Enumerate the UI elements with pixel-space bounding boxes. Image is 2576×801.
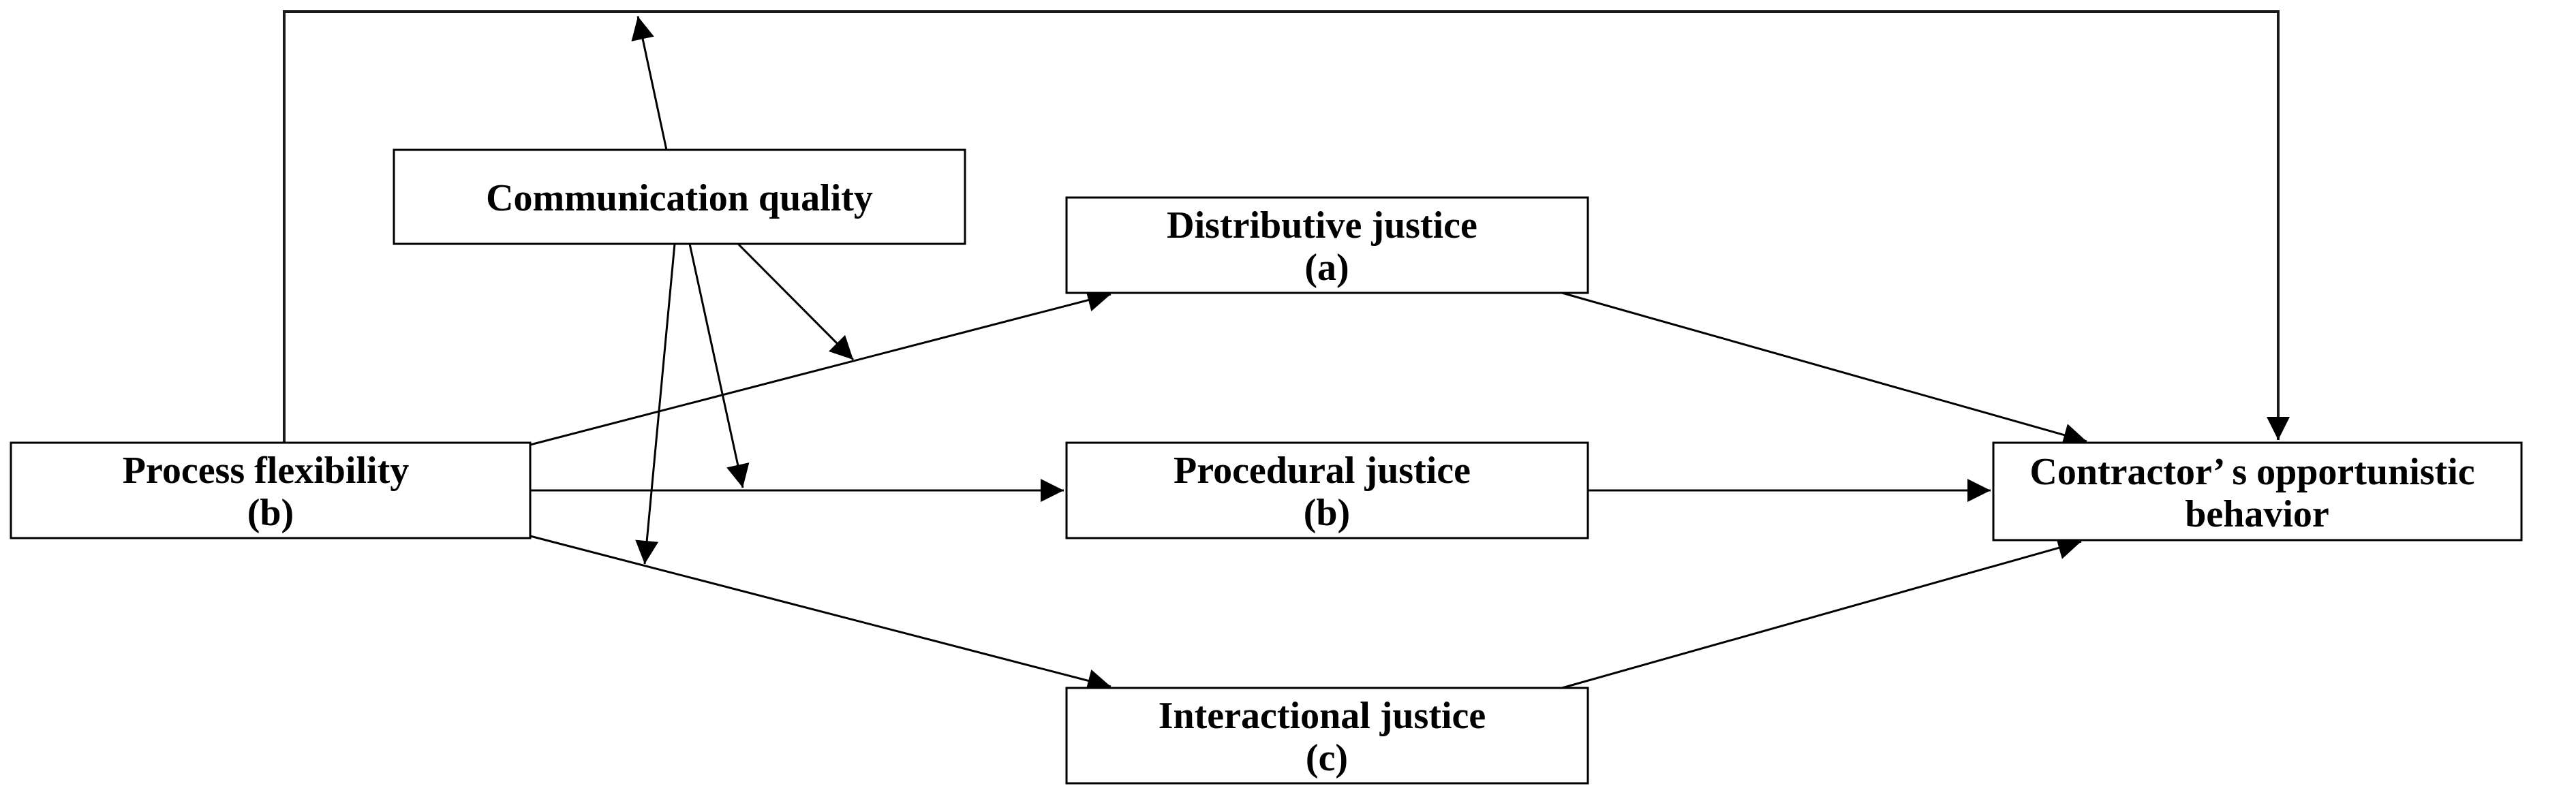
node-process-flexibility-box bbox=[10, 441, 532, 539]
node-interactional-justice-line1: Interactional justice bbox=[1159, 695, 1486, 737]
node-contractor-behavior-box bbox=[1992, 441, 2523, 541]
edge-moderation-on-procedural-path bbox=[688, 243, 750, 488]
node-procedural-justice-line2: (b) bbox=[1304, 492, 1350, 534]
edge-moderation-on-interactional-path bbox=[635, 243, 676, 565]
node-distributive-justice-line1: Distributive justice bbox=[1167, 204, 1477, 247]
edge-distributive-to-contractor bbox=[1561, 292, 2087, 447]
node-interactional-justice-label: Interactional justice (c) bbox=[1159, 695, 1496, 779]
node-interactional-justice-line2: (c) bbox=[1306, 737, 1348, 779]
node-procedural-justice-box bbox=[1065, 441, 1589, 539]
node-procedural-justice-label: Procedural justice (b) bbox=[1174, 450, 1480, 534]
node-communication-quality-label: Communication quality bbox=[486, 177, 873, 219]
node-process-flexibility-line1: Process flexibility bbox=[123, 450, 409, 492]
edge-process-to-distributive bbox=[530, 289, 1111, 446]
edge-interactional-to-contractor bbox=[1561, 536, 2082, 689]
edge-moderation-on-direct-path bbox=[631, 16, 668, 151]
node-distributive-justice-box bbox=[1065, 196, 1589, 294]
node-distributive-justice-line2: (a) bbox=[1304, 247, 1349, 289]
node-contractor-behavior-line1: Contractor’ s opportunistic bbox=[2029, 451, 2474, 493]
node-contractor-behavior-label: Contractor’ s opportunistic behavior bbox=[2029, 451, 2484, 535]
node-communication-quality-box bbox=[393, 148, 966, 245]
node-process-flexibility-label: Process flexibility (b) bbox=[123, 450, 418, 534]
edge-process-to-contractor-direct bbox=[283, 10, 2290, 443]
node-contractor-behavior-line2: behavior bbox=[2185, 493, 2329, 535]
node-distributive-justice-label: Distributive justice (a) bbox=[1167, 204, 1487, 289]
node-process-flexibility-line2: (b) bbox=[247, 492, 294, 534]
node-interactional-justice-box bbox=[1065, 687, 1589, 785]
edge-moderation-on-distributive-path bbox=[737, 242, 855, 361]
edge-process-to-interactional bbox=[530, 535, 1111, 692]
node-procedural-justice-line1: Procedural justice bbox=[1174, 450, 1471, 492]
